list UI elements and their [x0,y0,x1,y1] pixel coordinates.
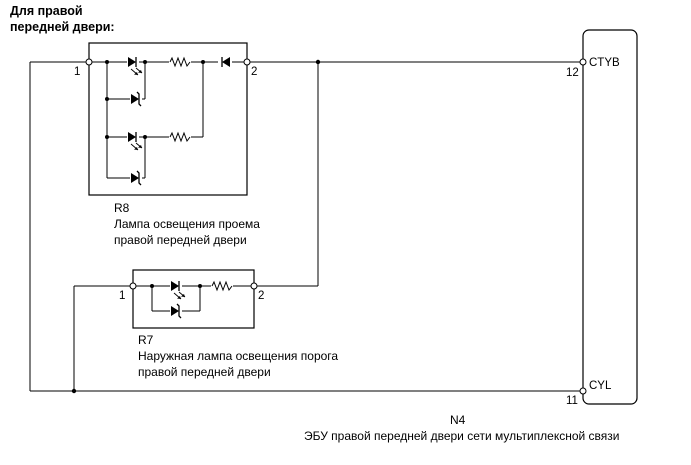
n4-ctyb-terminal [579,58,587,66]
r8-pin2-label: 2 [251,66,257,78]
n4-cyl-terminal [579,387,587,395]
junction-dot [315,59,321,65]
r7-desc-line-1: Наружная лампа освещения порога [138,349,338,363]
n4-desc: ЭБУ правой передней двери сети мультипле… [304,429,620,443]
n4-cyl-pin-number: 11 [566,395,578,407]
r7-pin2-terminal [250,282,258,290]
r8-junction-dot [143,60,147,64]
r7-desc-line-2: правой передней двери [138,365,271,379]
n4-ctyb-pin-number: 12 [566,67,579,79]
r8-id: R8 [114,201,130,215]
r8-junction-dot [105,135,109,139]
r8-box [88,42,248,196]
n4-ctyb-pin-name: CTYB [589,57,620,69]
r7-zener-icon [170,303,182,319]
r8-led-1-icon [127,56,143,76]
header-line-1: Для правой [10,4,83,18]
header-line-2: передней двери: [10,20,115,34]
n4-box [582,29,638,405]
n4-id: N4 [450,413,466,427]
r8-junction-dot [201,60,205,64]
r8-pin1-terminal [85,58,93,66]
r8-resistor-2-icon [169,132,191,142]
r7-pin2-label: 2 [258,290,264,302]
r8-pin2-terminal [243,58,251,66]
r8-resistor-1-icon [169,57,191,67]
r7-junction-dot [150,284,154,288]
r8-junction-dot [143,135,147,139]
r8-zener-2-icon [130,170,142,186]
r7-junction-dot [198,284,202,288]
r8-desc-line-1: Лампа освещения проема [114,217,260,231]
r8-diode-icon [218,55,232,69]
r7-pin1-terminal [129,282,137,290]
r7-resistor-icon [211,281,233,291]
r8-junction-dot [105,60,109,64]
r8-pin1-label: 1 [74,66,80,78]
n4-cyl-pin-name: CYL [589,380,612,392]
r8-zener-1-icon [130,91,142,107]
r7-pin1-label: 1 [119,290,125,302]
r7-box [132,269,255,329]
r7-id: R7 [138,333,154,347]
r7-led-icon [170,280,186,300]
r8-led-2-icon [127,131,143,151]
junction-dot [71,388,77,394]
r8-junction-dot [105,97,109,101]
r8-desc-line-2: правой передней двери [114,233,247,247]
